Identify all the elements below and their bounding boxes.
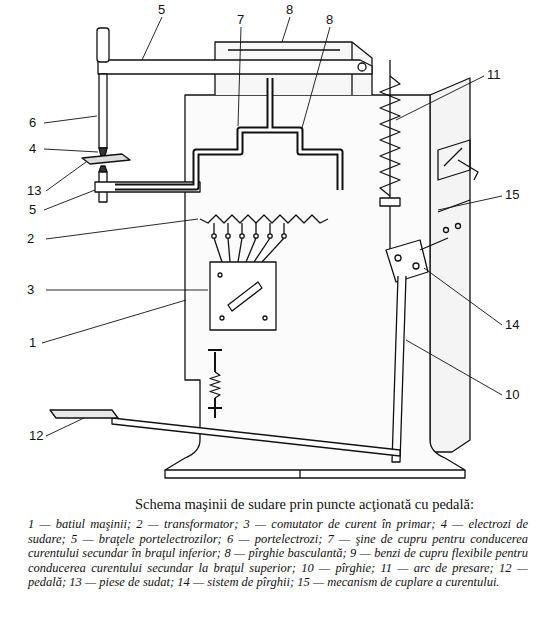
tap-terminal xyxy=(240,234,244,238)
callout-number: 8 xyxy=(285,3,294,17)
key-entry: 14 — sistem de pîrghii; xyxy=(177,575,294,589)
upper-electrode xyxy=(99,148,107,156)
coupling-pin xyxy=(444,228,449,233)
legend-key: 1 — batiul maşinii; 2 — transformator; 3… xyxy=(28,517,528,590)
key-entry: 10 — pîrghie; xyxy=(301,561,375,575)
callout-number: 3 xyxy=(26,283,35,297)
tap-terminal xyxy=(268,234,272,238)
callout-number: 15 xyxy=(504,188,520,202)
key-entry: 15 — mecanism de cuplare a curentului. xyxy=(297,575,499,589)
copper-bus-inner xyxy=(115,78,340,190)
key-entry: 11 — arc de presare; xyxy=(380,561,493,575)
spring-seat xyxy=(380,198,400,206)
lever-pivot xyxy=(395,255,401,261)
callout-number: 7 xyxy=(236,13,245,27)
upper-holder xyxy=(99,74,107,148)
callout-number: 5 xyxy=(28,203,37,217)
tap-terminal xyxy=(226,234,230,238)
spring-rod xyxy=(389,60,390,255)
switch-panel xyxy=(210,262,276,330)
transformer-coil xyxy=(200,215,328,223)
tap-terminal xyxy=(212,234,216,238)
return-spring xyxy=(210,372,220,398)
callout-number: 8 xyxy=(325,13,334,27)
callout-number: 12 xyxy=(28,429,44,443)
leader-lines xyxy=(42,17,502,436)
key-entry: 13 — piese de sudat; xyxy=(69,575,174,589)
tap-terminal xyxy=(254,234,258,238)
frame-side xyxy=(430,78,470,452)
callout-number: 11 xyxy=(486,68,502,82)
key-entry: 6 — portelectrozi; xyxy=(227,532,322,546)
lever-rod xyxy=(392,276,406,462)
workpiece xyxy=(82,154,130,164)
pedal-plate xyxy=(50,410,118,418)
key-entry: 1 — batiul maşinii; xyxy=(28,517,131,531)
switch-contact xyxy=(218,273,222,277)
copper-bus xyxy=(115,78,340,190)
tap-wire xyxy=(214,223,222,262)
lever-link xyxy=(420,238,448,250)
key-entry: 8 — pîrghie basculantă; xyxy=(224,546,346,560)
lever-pivot xyxy=(413,263,419,269)
tap-wire xyxy=(246,223,256,262)
transformer-taps xyxy=(212,223,286,262)
key-entry: 3 — comutator de curent în primar; xyxy=(244,517,436,531)
coupling-mechanism xyxy=(438,140,478,212)
lever-system xyxy=(386,240,428,282)
handle xyxy=(97,28,109,62)
switch-lever xyxy=(228,282,262,311)
callout-number: 6 xyxy=(28,116,37,130)
callout-number: 10 xyxy=(504,388,520,402)
callout-number: 5 xyxy=(157,3,166,17)
caption: Schema maşinii de sudare prin puncte acţ… xyxy=(135,496,474,513)
pressure-spring xyxy=(380,76,400,196)
key-entry: 2 — transformator; xyxy=(136,517,238,531)
bracket xyxy=(208,350,222,418)
pedal-rod xyxy=(112,418,400,456)
callout-number: 14 xyxy=(504,318,520,332)
tap-wire xyxy=(228,223,230,262)
callout-number: 13 xyxy=(26,184,42,198)
tap-wire xyxy=(238,223,242,262)
arm-pivot xyxy=(358,63,366,71)
callout-number: 2 xyxy=(26,232,35,246)
coupling-pin xyxy=(456,224,461,229)
lower-electrode xyxy=(99,166,107,172)
switch-contact xyxy=(220,316,224,320)
tap-wire xyxy=(262,223,284,262)
callout-number: 1 xyxy=(28,336,37,350)
key-entry: 5 — braţele portelectrozilor; xyxy=(71,532,222,546)
frame-foot xyxy=(165,470,465,478)
upper-arm xyxy=(98,60,372,74)
callout-number: 4 xyxy=(28,142,37,156)
tap-terminal xyxy=(282,234,286,238)
switch-contact xyxy=(263,316,267,320)
